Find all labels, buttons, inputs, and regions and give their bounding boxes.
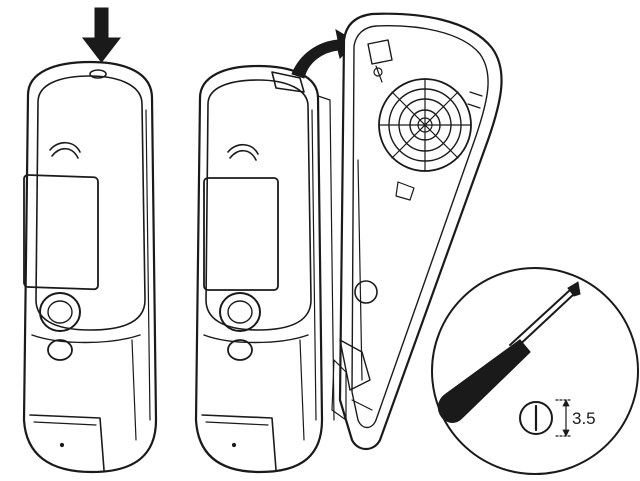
- handset-closed: [22, 60, 158, 474]
- back-cover-open: [331, 12, 503, 451]
- handset-front-open: [194, 64, 335, 474]
- screwdriver-icon: [437, 281, 581, 423]
- screwdriver-size-label: 3.5: [572, 409, 596, 428]
- dimension-marker: 3.5: [555, 399, 596, 437]
- screwdriver-inset: 3.5: [431, 267, 639, 475]
- speaker-grill: [378, 78, 472, 172]
- screw-head-icon: [519, 401, 553, 435]
- down-arrow-icon: [81, 7, 122, 63]
